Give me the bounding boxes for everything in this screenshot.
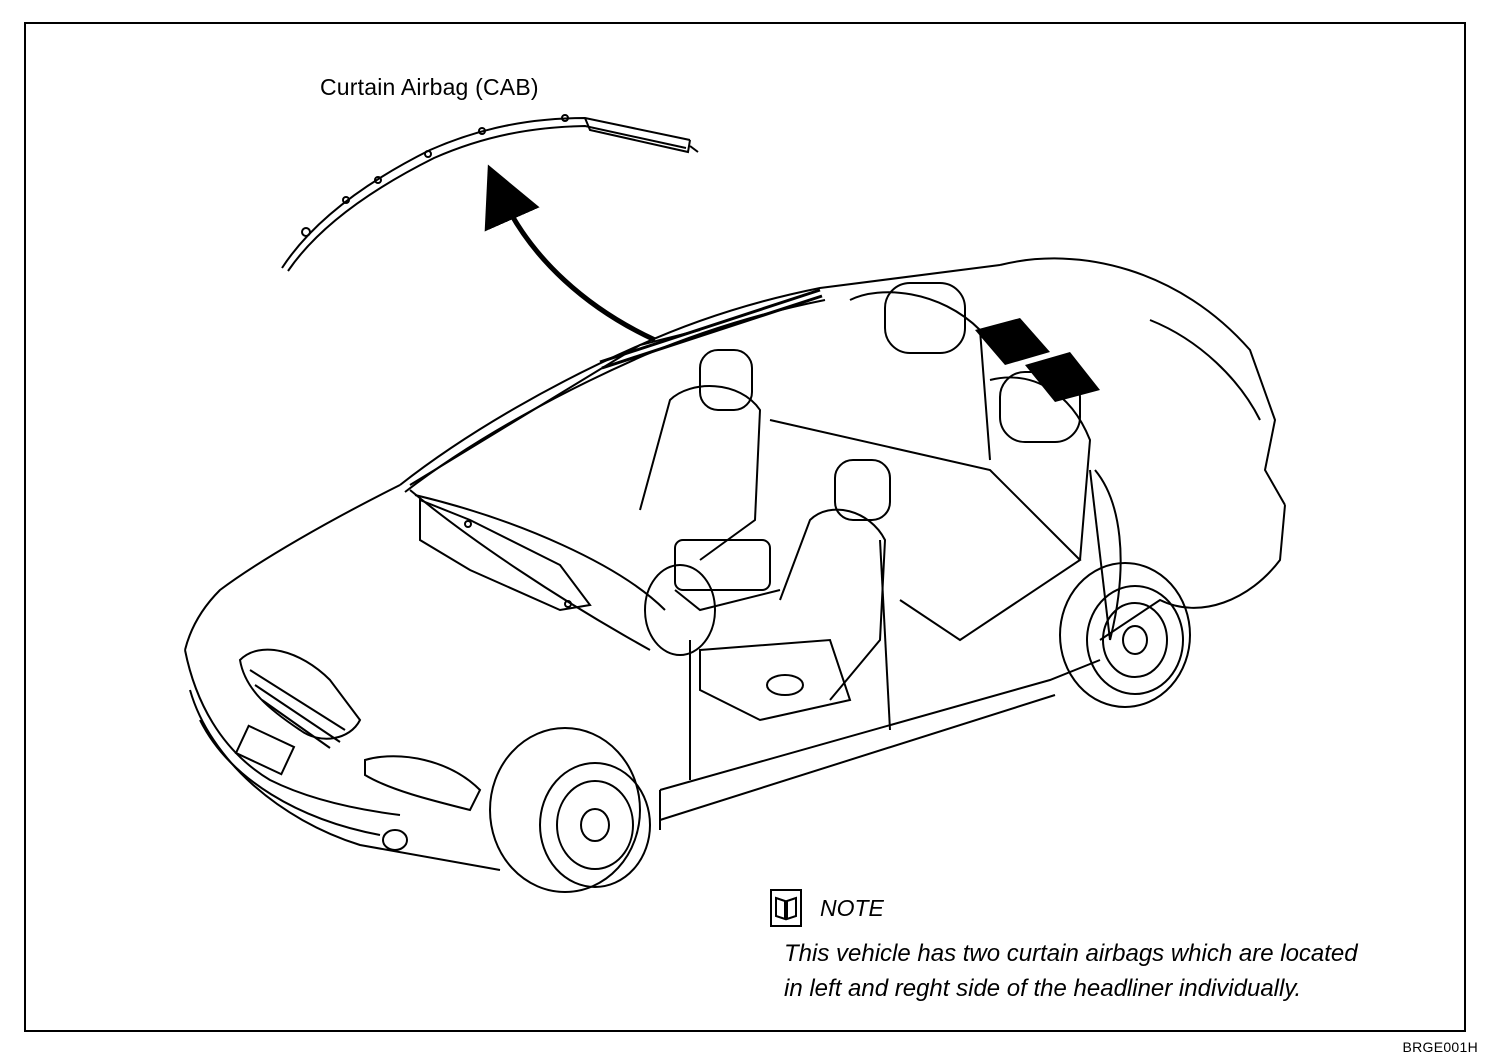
passenger-airbag-cover xyxy=(419,498,592,612)
curtain-airbag-part xyxy=(281,114,699,272)
rear-wheel xyxy=(1059,562,1191,708)
rear-speaker-grilles xyxy=(975,318,1100,402)
diagram-frame xyxy=(24,22,1466,1032)
car-body xyxy=(184,257,1286,871)
car-seats xyxy=(639,282,1092,722)
front-wheel xyxy=(489,727,651,893)
note-text: This vehicle has two curtain airbags whi… xyxy=(784,936,1454,1006)
headliner-airbag-stripe xyxy=(599,288,823,370)
callout-arrow xyxy=(484,164,657,343)
note-title: NOTE xyxy=(820,895,884,921)
note-line: in left and reght side of the headliner … xyxy=(784,975,1302,1002)
note-line: This vehicle has two curtain airbags whi… xyxy=(784,940,1358,967)
book-icon xyxy=(770,889,802,927)
component-label: Curtain Airbag (CAB) xyxy=(320,74,539,100)
figure-code: BRGE001H xyxy=(1402,1039,1478,1055)
